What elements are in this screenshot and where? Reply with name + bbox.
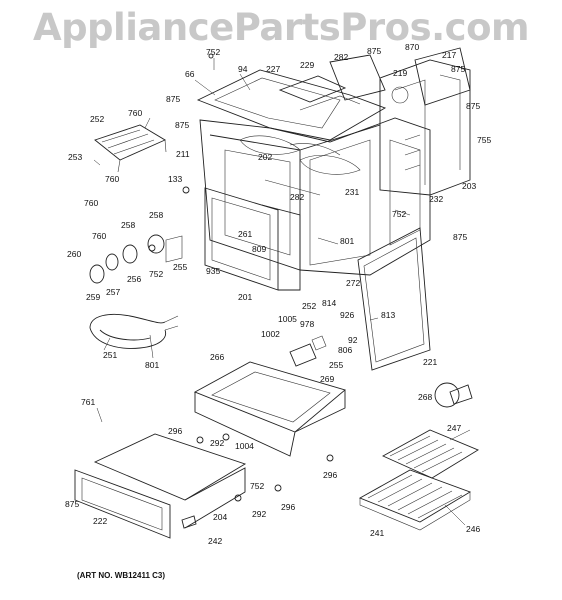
label-1005: 1005 xyxy=(278,314,297,324)
label-752: 752 xyxy=(206,47,220,57)
small-hardware-parts xyxy=(181,53,473,529)
label-260: 260 xyxy=(67,249,81,259)
label-252: 252 xyxy=(90,114,104,124)
label-809: 809 xyxy=(252,244,266,254)
label-875: 875 xyxy=(175,120,189,130)
part-number-labels: 752 875 870 217 875 66 94 227 229 282 21… xyxy=(65,42,491,546)
label-259: 259 xyxy=(86,292,100,302)
label-231: 231 xyxy=(345,187,359,197)
label-66: 66 xyxy=(185,69,195,79)
label-752: 752 xyxy=(149,269,163,279)
label-282: 282 xyxy=(334,52,348,62)
label-261: 261 xyxy=(238,229,252,239)
label-217: 217 xyxy=(442,50,456,60)
label-257: 257 xyxy=(106,287,120,297)
watermark-text: AppliancePartsPros.com xyxy=(32,6,530,49)
label-272: 272 xyxy=(346,278,360,288)
label-978: 978 xyxy=(300,319,314,329)
oven-rack-part xyxy=(358,469,472,531)
label-875: 875 xyxy=(367,46,381,56)
label-241: 241 xyxy=(370,528,384,538)
label-935: 935 xyxy=(206,266,220,276)
label-926: 926 xyxy=(340,310,354,320)
label-204: 204 xyxy=(213,512,227,522)
label-752: 752 xyxy=(392,209,406,219)
label-247: 247 xyxy=(447,423,461,433)
label-211: 211 xyxy=(176,149,190,159)
label-255: 255 xyxy=(173,262,187,272)
storage-drawer-part xyxy=(74,433,247,539)
label-875: 875 xyxy=(451,64,465,74)
label-760: 760 xyxy=(105,174,119,184)
label-875: 875 xyxy=(453,232,467,242)
label-258: 258 xyxy=(121,220,135,230)
label-92: 92 xyxy=(348,335,358,345)
bake-element-part xyxy=(89,313,179,349)
label-246: 246 xyxy=(466,524,480,534)
label-801: 801 xyxy=(340,236,354,246)
label-266: 266 xyxy=(210,352,224,362)
label-760: 760 xyxy=(84,198,98,208)
label-269: 269 xyxy=(320,374,334,384)
label-229: 229 xyxy=(300,60,314,70)
broil-element-part xyxy=(94,124,167,173)
broil-pan-part xyxy=(381,429,479,479)
label-255: 255 xyxy=(329,360,343,370)
label-219: 219 xyxy=(393,68,407,78)
label-227: 227 xyxy=(266,64,280,74)
label-94: 94 xyxy=(238,64,248,74)
label-801: 801 xyxy=(145,360,159,370)
label-133: 133 xyxy=(168,174,182,184)
label-222: 222 xyxy=(93,516,107,526)
label-292: 292 xyxy=(210,438,224,448)
label-814: 814 xyxy=(322,298,336,308)
label-761: 761 xyxy=(81,397,95,407)
label-870: 870 xyxy=(405,42,419,52)
backsplash-part xyxy=(329,47,471,106)
label-201: 201 xyxy=(238,292,252,302)
label-296: 296 xyxy=(281,502,295,512)
label-253: 253 xyxy=(68,152,82,162)
label-252: 252 xyxy=(302,301,316,311)
art-number-caption: (ART NO. WB12411 C3) xyxy=(77,571,166,580)
label-1004: 1004 xyxy=(235,441,254,451)
label-296: 296 xyxy=(323,470,337,480)
label-752: 752 xyxy=(250,481,264,491)
label-875: 875 xyxy=(65,499,79,509)
label-755: 755 xyxy=(477,135,491,145)
label-282: 282 xyxy=(290,192,304,202)
top-frame-part xyxy=(196,69,387,141)
label-268: 268 xyxy=(418,392,432,402)
label-760: 760 xyxy=(92,231,106,241)
oven-door-outer-part xyxy=(357,227,431,371)
label-875: 875 xyxy=(166,94,180,104)
label-296: 296 xyxy=(168,426,182,436)
label-760: 760 xyxy=(128,108,142,118)
oven-door-inner-part xyxy=(204,179,321,291)
label-242: 242 xyxy=(208,536,222,546)
label-232: 232 xyxy=(429,194,443,204)
drawer-support-part xyxy=(193,361,346,457)
label-251: 251 xyxy=(103,350,117,360)
label-292: 292 xyxy=(252,509,266,519)
label-221: 221 xyxy=(423,357,437,367)
label-256: 256 xyxy=(127,274,141,284)
control-components xyxy=(89,234,183,284)
label-1002: 1002 xyxy=(261,329,280,339)
label-875: 875 xyxy=(466,101,480,111)
label-813: 813 xyxy=(381,310,395,320)
leader-lines xyxy=(93,58,471,526)
label-806: 806 xyxy=(338,345,352,355)
label-258: 258 xyxy=(149,210,163,220)
rear-panel-part xyxy=(379,59,471,196)
label-202: 202 xyxy=(258,152,272,162)
label-203: 203 xyxy=(462,181,476,191)
